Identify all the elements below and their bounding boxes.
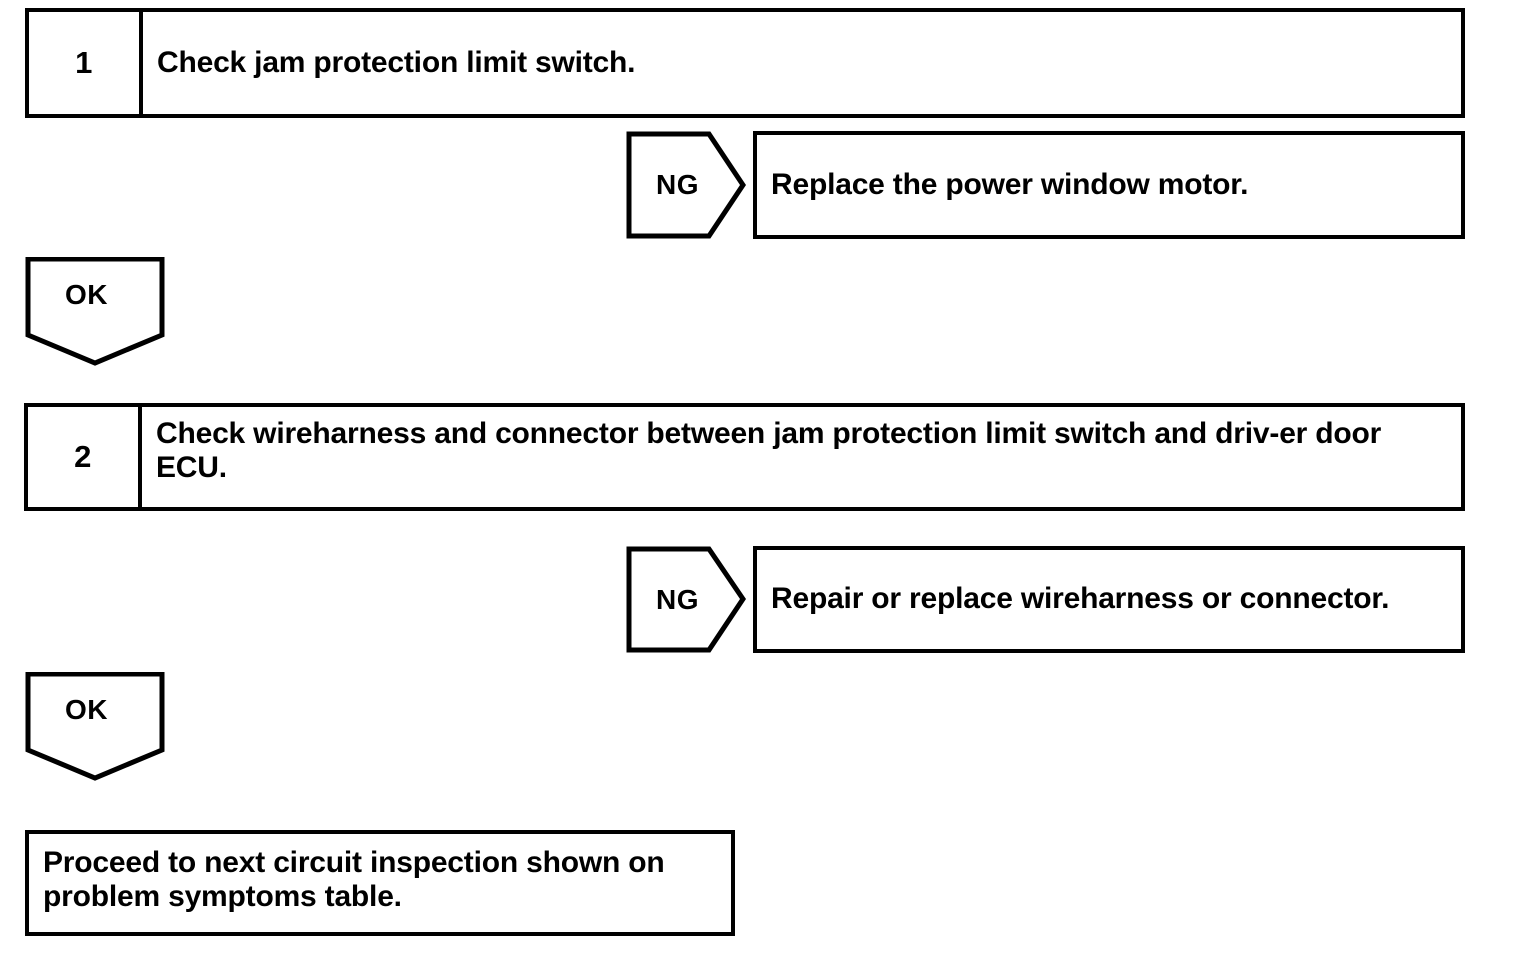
ng-arrow-shape-2 — [626, 546, 746, 653]
ok-label-1: OK — [65, 279, 108, 310]
ng-label-2: NG — [656, 583, 699, 615]
ng-arrow-2: NG — [626, 546, 746, 653]
ok-label-2: OK — [65, 694, 108, 725]
ng-result-text-2: Repair or replace wireharness or connect… — [771, 582, 1390, 616]
step-box-2: 2 Check wireharness and connector betwee… — [24, 403, 1465, 511]
final-result-text: Proceed to next circuit inspection shown… — [43, 846, 665, 914]
ok-arrow-2: OK — [25, 672, 165, 782]
ok-arrow-shape-1 — [25, 257, 165, 366]
step-number-2: 2 — [28, 407, 142, 507]
final-result-box: Proceed to next circuit inspection shown… — [25, 830, 735, 936]
step-text-1: Check jam protection limit switch. — [157, 46, 636, 80]
step-text-2: Check wireharness and connector between … — [156, 417, 1382, 484]
ng-result-box-2: Repair or replace wireharness or connect… — [753, 546, 1465, 653]
ng-arrow-shape-1 — [626, 131, 746, 239]
ng-label-1: NG — [656, 169, 699, 200]
ng-arrow-1: NG — [626, 131, 746, 239]
step-box-1: 1 Check jam protection limit switch. — [25, 8, 1465, 118]
ng-result-text-1: Replace the power window motor. — [771, 167, 1249, 201]
ok-arrow-1: OK — [25, 257, 165, 367]
ng-result-box-1: Replace the power window motor. — [753, 131, 1465, 239]
ok-arrow-shape-2 — [25, 672, 165, 781]
step-number-1: 1 — [29, 12, 143, 114]
